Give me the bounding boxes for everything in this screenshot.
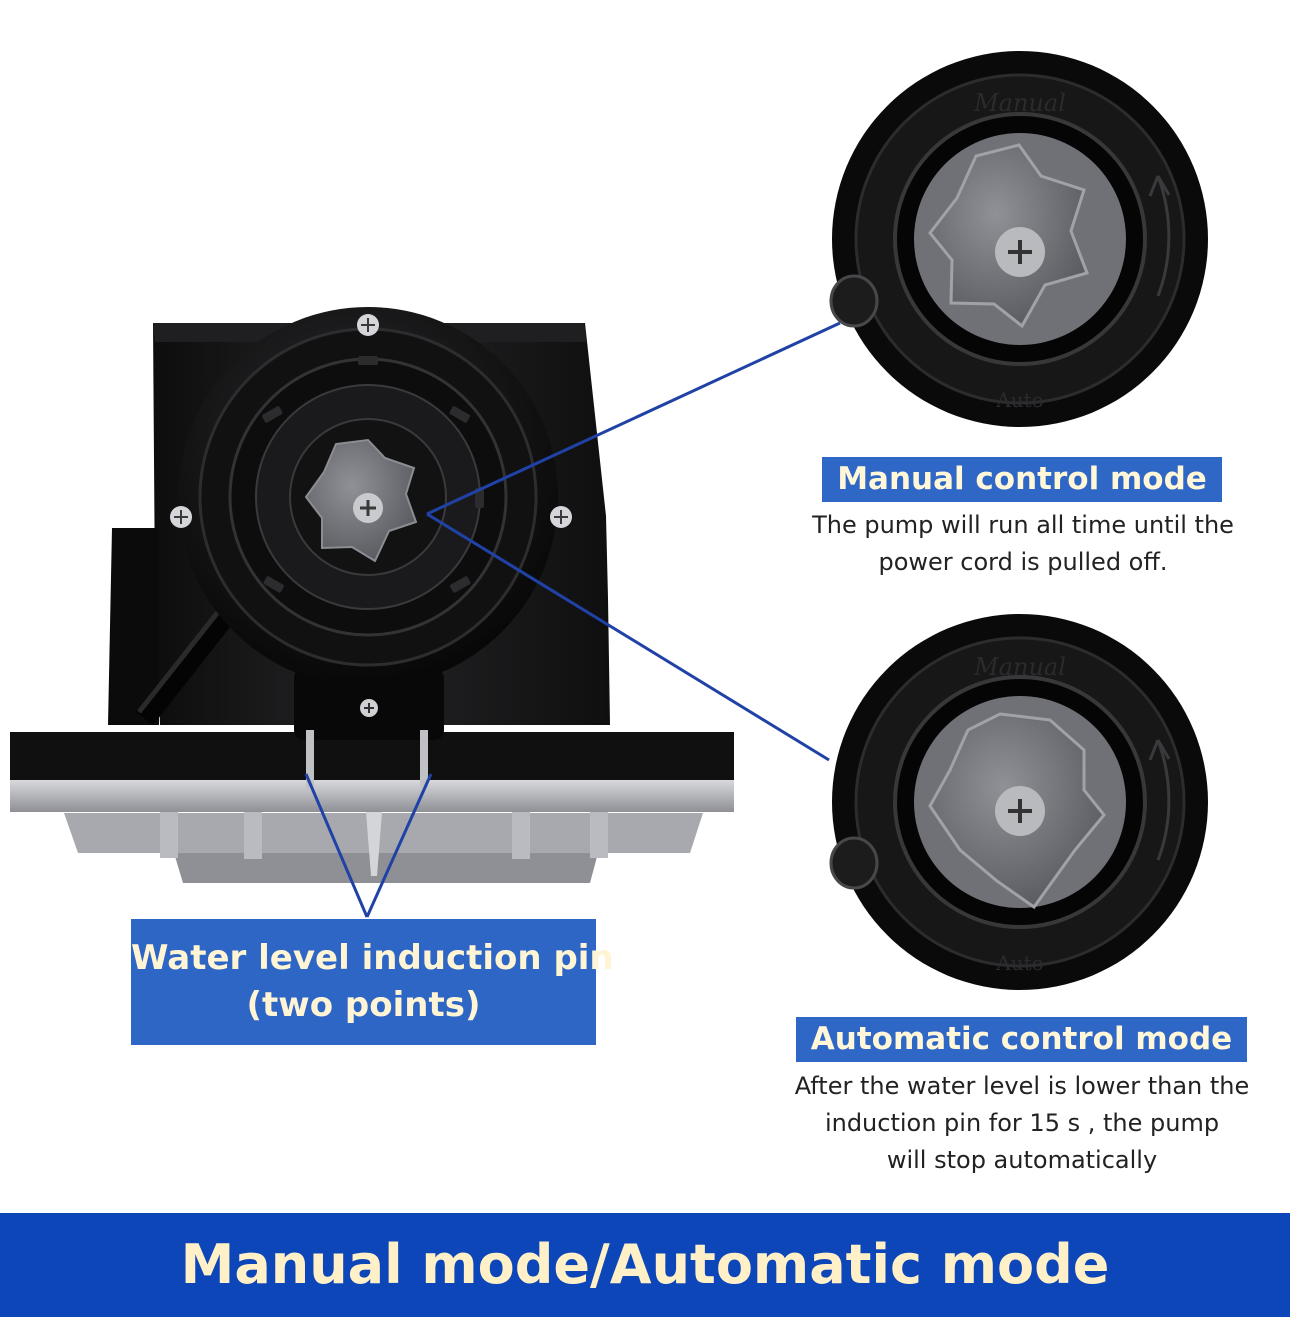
manual-description-line-1: The pump will run all time until the <box>812 511 1234 539</box>
pump-body <box>10 307 734 883</box>
auto-knob-label-2: Auto <box>995 951 1043 975</box>
water-level-induction-pin-label: Water level induction pin (two points) <box>131 919 614 1045</box>
automatic-description-line-1: After the water level is lower than the <box>794 1072 1250 1100</box>
manual-knob-label-2: Manual <box>973 653 1066 681</box>
manual-knob-label: Manual <box>973 89 1066 117</box>
pin-label-line-1: Water level induction pin <box>131 938 614 978</box>
auto-knob-label: Auto <box>995 388 1043 412</box>
mode-banner: Manual mode/Automatic mode <box>0 1213 1290 1317</box>
automatic-description-line-3: will stop automatically <box>886 1146 1158 1174</box>
automatic-control-mode-title: Automatic control mode <box>796 1017 1247 1062</box>
manual-description-line-2: power cord is pulled off. <box>878 548 1168 576</box>
automatic-control-mode-description: After the water level is lower than the … <box>774 1068 1270 1179</box>
manual-control-mode-title: Manual control mode <box>822 457 1222 502</box>
pump-illustration: Manual Auto Manual Auto <box>10 51 1208 990</box>
manual-control-mode-description: The pump will run all time until the pow… <box>793 507 1253 581</box>
pin-label-line-2: (two points) <box>246 985 481 1025</box>
automatic-description-line-2: induction pin for 15 s , the pump <box>824 1109 1220 1137</box>
manual-knob-closeup: Manual Auto <box>829 51 1208 427</box>
callout-lines <box>304 321 841 918</box>
automatic-knob-closeup: Manual Auto <box>829 614 1208 990</box>
